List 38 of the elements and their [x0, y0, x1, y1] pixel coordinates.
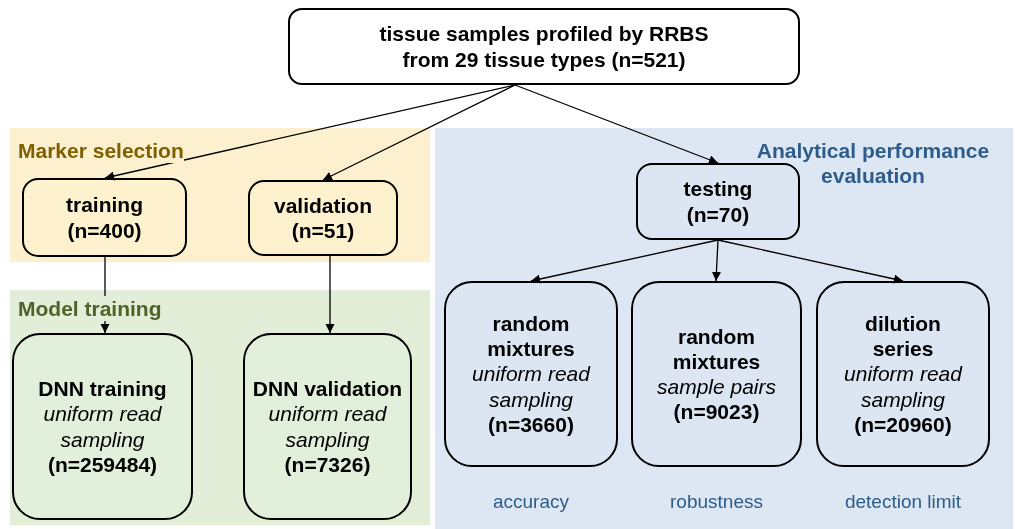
arrow [100, 256, 110, 334]
process-box [636, 163, 800, 240]
process-box [12, 333, 193, 520]
sampling-note: uniform read sampling [843, 361, 964, 412]
metric-label: accuracy [492, 491, 570, 514]
box-title: DNN training [38, 376, 167, 402]
section-heading: Analytical performance evaluation [755, 138, 991, 189]
arrow [514, 84, 719, 164]
sample-count: (n=3660) [488, 411, 574, 437]
box-title: testing (n=70) [682, 176, 754, 227]
sample-count: (n=20960) [854, 411, 952, 437]
arrow [711, 239, 721, 282]
section-panel [10, 290, 430, 525]
arrow [322, 84, 516, 181]
sampling-note: uniform read sampling [42, 401, 163, 452]
arrow [104, 84, 516, 181]
sampling-note: uniform read sampling [471, 361, 592, 412]
box-title: tissue samples profiled by RRBS from 29 tissue types (n=521) [378, 21, 710, 72]
box-title: validation (n=51) [273, 192, 373, 244]
box-title: training (n=400) [65, 192, 144, 243]
process-box [243, 333, 412, 520]
sample-count: (n=9023) [673, 399, 760, 425]
sample-count: (n=259484) [47, 451, 158, 477]
section-panel [10, 128, 430, 262]
process-box [22, 178, 187, 257]
sample-count: (n=7326) [284, 451, 371, 477]
metric-label: detection limit [843, 491, 963, 514]
arrow [530, 239, 719, 284]
arrow [325, 255, 335, 334]
process-box [288, 8, 800, 85]
metric-label: robustness [669, 491, 764, 514]
process-box [248, 180, 398, 256]
section-panel [435, 128, 1013, 529]
sampling-note: sample pairs [656, 374, 777, 400]
section-heading: Model training [18, 296, 162, 322]
arrow [717, 239, 904, 284]
box-title: DNN validation [252, 376, 403, 402]
sampling-note: uniform read sampling [267, 401, 388, 452]
